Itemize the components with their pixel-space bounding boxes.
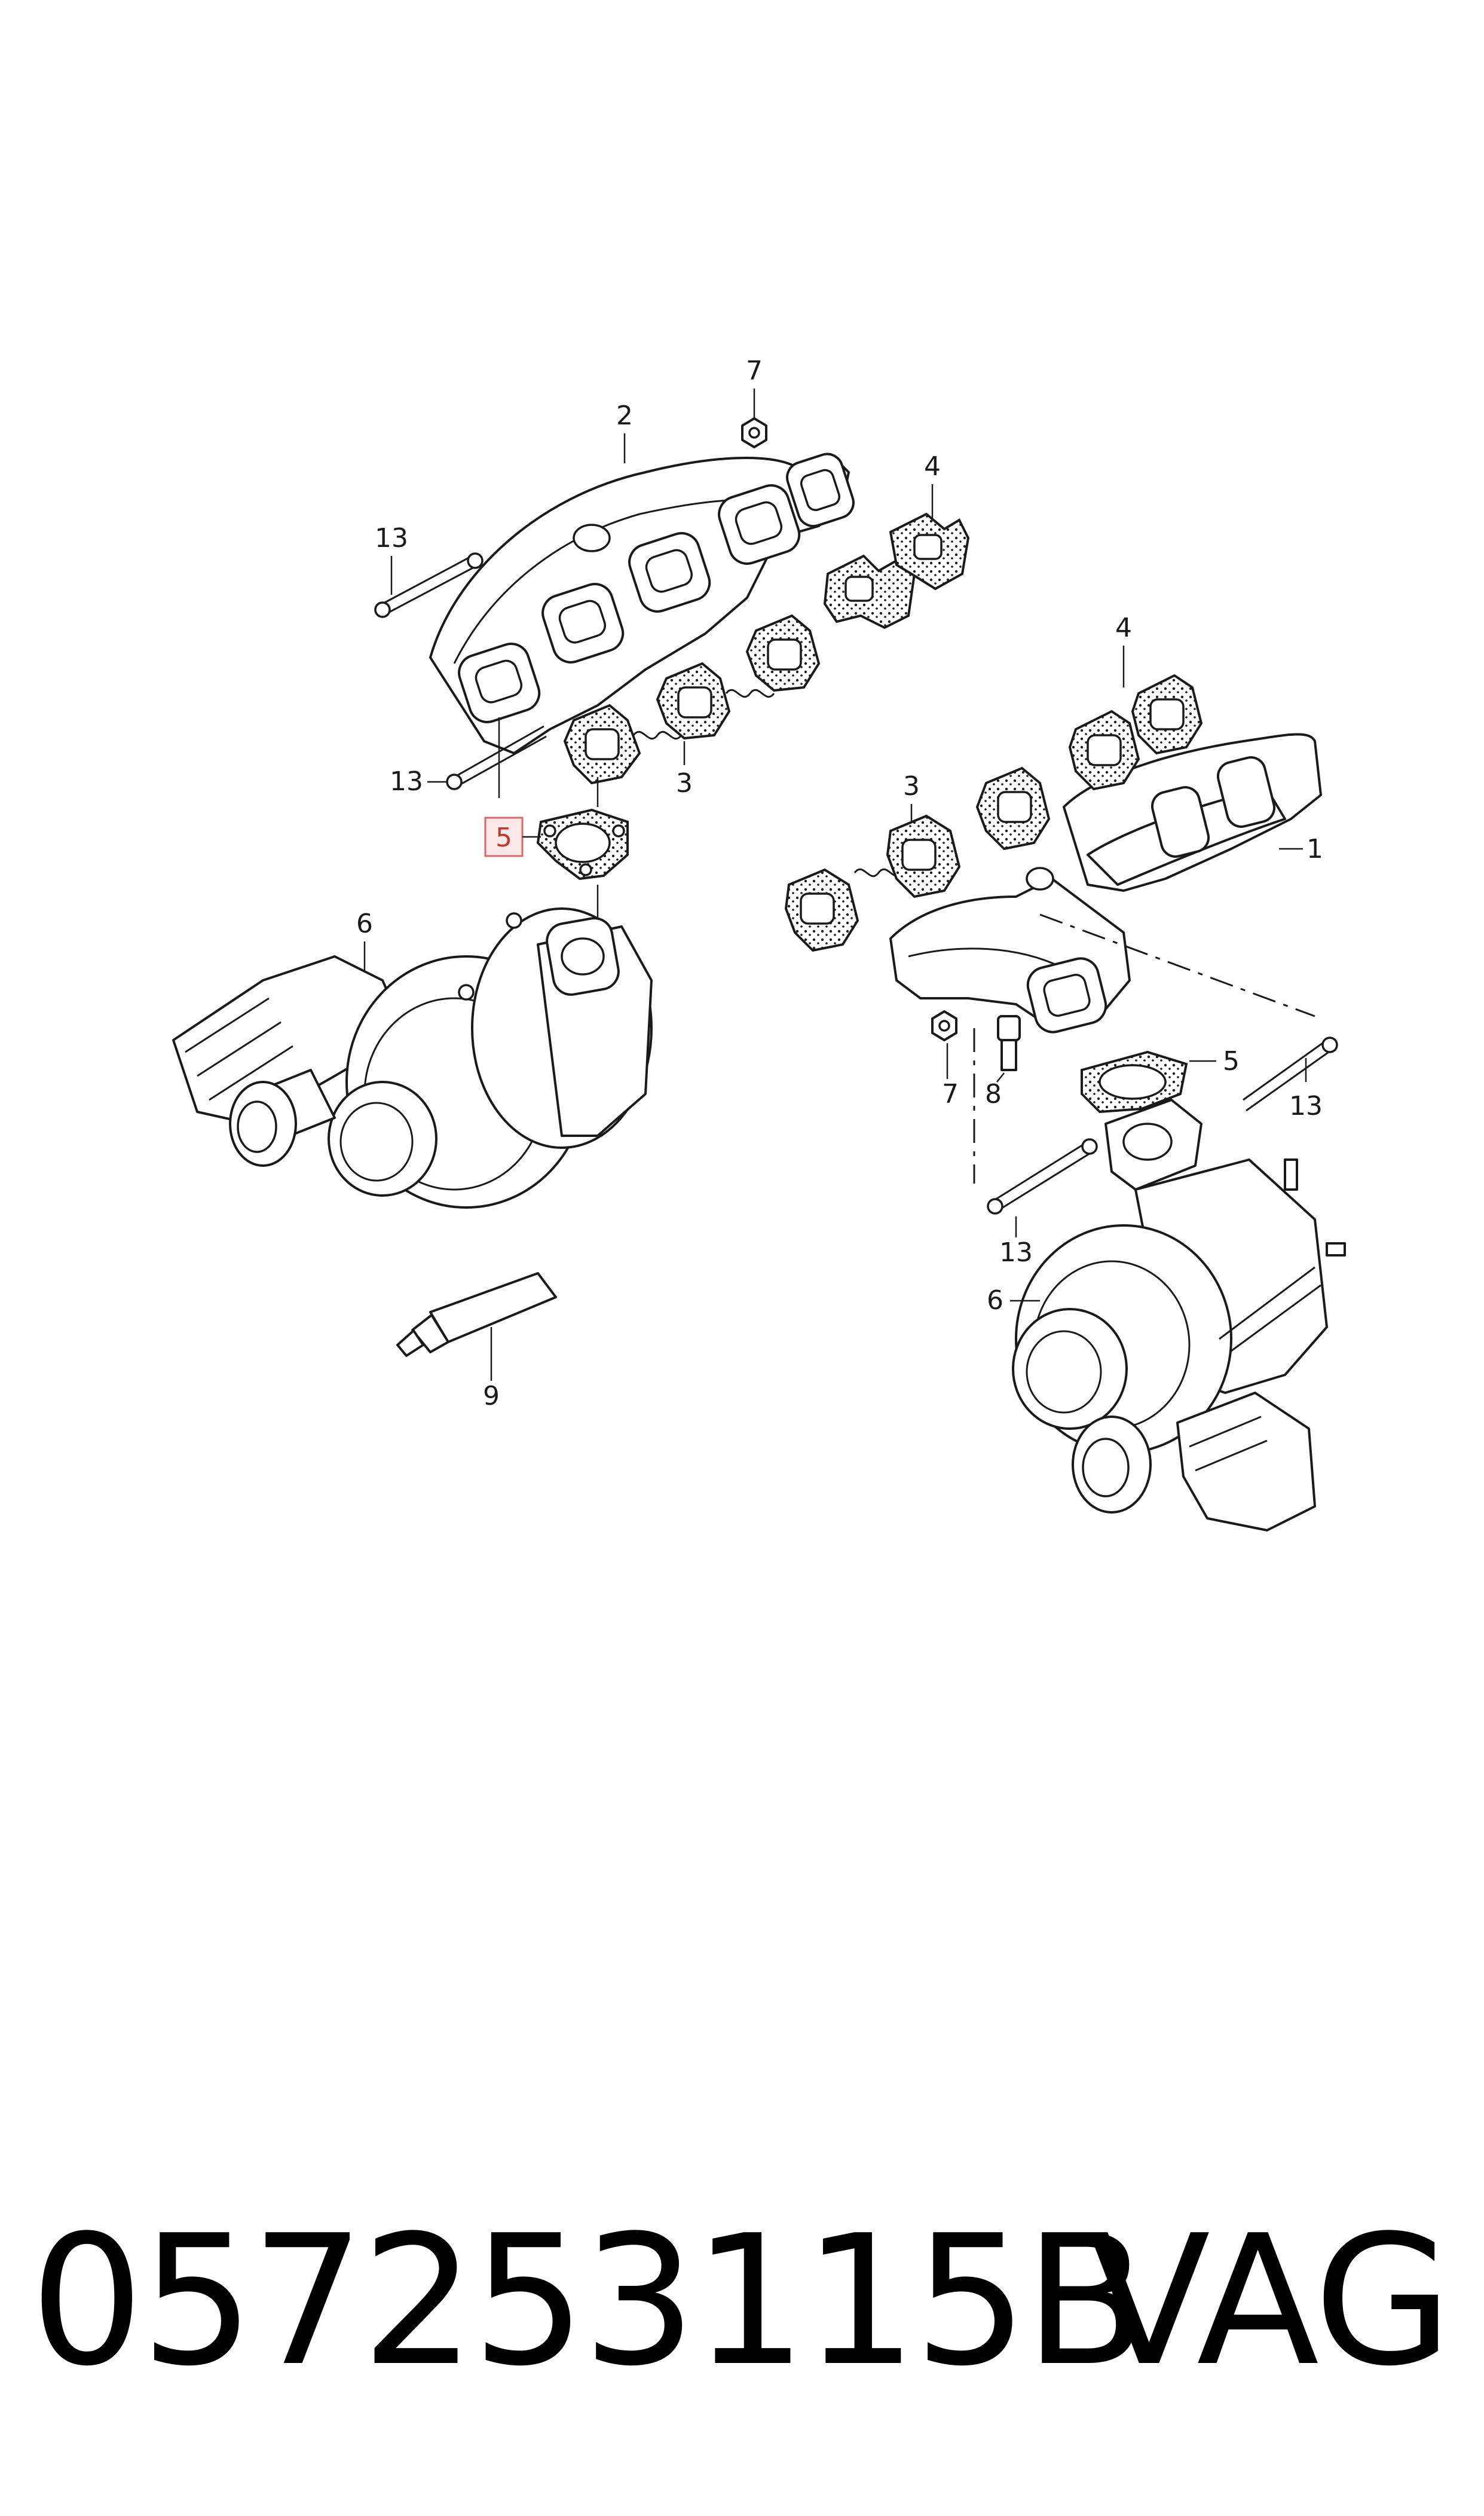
turbo-gasket-right xyxy=(1081,1050,1188,1114)
gasket-upper-left-row xyxy=(823,512,970,629)
callout-5-right: 5 xyxy=(1223,1046,1240,1077)
callout-13-right: 13 xyxy=(1289,1091,1323,1121)
nut-right xyxy=(931,1010,957,1041)
clip-right-upper xyxy=(1243,1037,1338,1112)
callout-7-right: 7 xyxy=(942,1079,959,1109)
callout-5-highlight-box xyxy=(484,817,524,857)
clip-left-upper xyxy=(374,552,484,618)
callout-4-left: 4 xyxy=(924,451,941,482)
callout-6-right: 6 xyxy=(987,1285,1003,1316)
callout-3-right: 3 xyxy=(903,771,920,802)
gasket-upper-right-row xyxy=(1068,674,1203,791)
clip-right-lower xyxy=(987,1138,1098,1215)
callout-8: 8 xyxy=(985,1079,1002,1109)
callout-1: 1 xyxy=(1306,834,1323,864)
callout-7-left: 7 xyxy=(746,356,763,386)
gasket-lower-right-row xyxy=(784,766,1051,952)
turbocharger-right xyxy=(1012,1099,1346,1531)
nut-left xyxy=(741,417,767,448)
callout-13-upper-left: 13 xyxy=(375,523,408,554)
callout-2: 2 xyxy=(616,401,633,431)
bolt xyxy=(997,1015,1021,1071)
footer: 057253115B VAG xyxy=(30,2176,1464,2427)
part-number: 057253115B xyxy=(30,2197,1148,2405)
brand-name: VAG xyxy=(1088,2197,1452,2405)
callout-6-left: 6 xyxy=(356,909,373,939)
callout-4-right: 4 xyxy=(1115,613,1132,643)
exhaust-manifold-left xyxy=(429,453,855,754)
sealant-tube xyxy=(396,1272,557,1357)
callout-9: 9 xyxy=(483,1381,500,1411)
callout-3-left: 3 xyxy=(676,768,693,799)
callout-13-lower-right: 13 xyxy=(999,1237,1033,1268)
gasket-lower-left-row xyxy=(563,614,821,785)
callout-13-lower-left: 13 xyxy=(390,766,423,797)
callout-5-left: 5 xyxy=(495,823,512,853)
turbo-gasket-left xyxy=(536,808,629,881)
exploded-parts-diagram: 7 2 4 13 13 3 5 6 9 4 3 1 5 7 8 13 13 6 xyxy=(172,356,1346,1531)
turbocharger-left xyxy=(172,907,653,1209)
